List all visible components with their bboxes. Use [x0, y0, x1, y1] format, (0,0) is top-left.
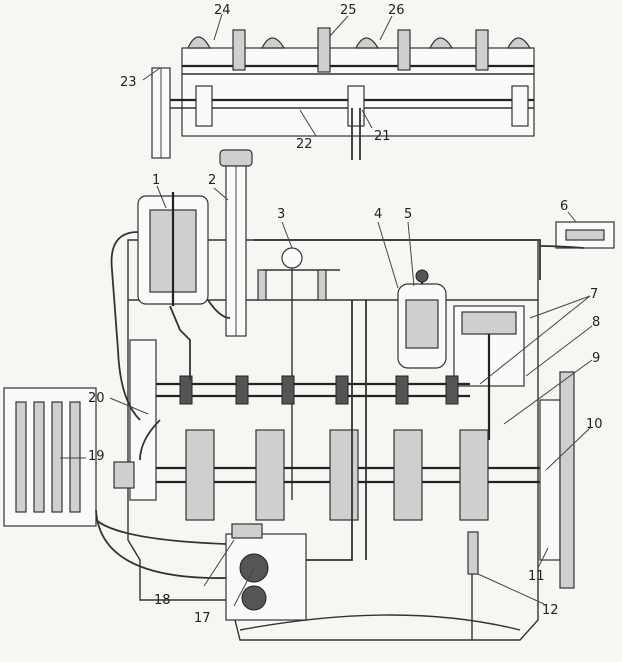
callout-9: 9 [592, 351, 600, 366]
callout-11: 11 [528, 569, 545, 584]
rocker-shaft-assembly [151, 27, 535, 160]
callout-23: 23 [120, 75, 137, 90]
callout-6: 6 [560, 199, 568, 214]
callout-2: 2 [208, 173, 216, 188]
callout-25: 25 [340, 3, 357, 18]
callout-17: 17 [194, 611, 211, 626]
callout-7: 7 [590, 287, 598, 302]
callout-1: 1 [152, 173, 160, 188]
leader-lines [60, 13, 593, 607]
rocker-post [232, 29, 246, 71]
callout-19: 19 [88, 449, 105, 464]
crankshaft [118, 429, 540, 521]
callout-3: 3 [277, 207, 285, 222]
callout-26: 26 [388, 3, 405, 18]
callout-10: 10 [586, 417, 603, 432]
oil-lines [95, 231, 585, 579]
callout-4: 4 [374, 207, 382, 222]
callout-24: 24 [214, 3, 231, 18]
callout-8: 8 [592, 315, 600, 330]
oil-filter [137, 192, 209, 306]
crank-pulley [113, 461, 135, 489]
oil-pump [225, 523, 307, 621]
oil-level [239, 614, 521, 631]
flywheel [539, 371, 575, 589]
valve-cap [187, 36, 212, 49]
callout-21: 21 [374, 129, 391, 144]
callout-12: 12 [542, 603, 559, 618]
callout-5: 5 [404, 207, 412, 222]
centrifugal-filter [397, 269, 447, 369]
dipstick [467, 531, 479, 640]
callout-20: 20 [88, 391, 105, 406]
callout-18: 18 [154, 593, 171, 608]
piston [453, 305, 525, 440]
oil-cooler [3, 387, 97, 527]
callout-22: 22 [296, 137, 313, 152]
callout-labels: 24 25 26 23 22 21 1 2 3 4 5 6 7 8 9 10 1… [88, 3, 603, 626]
oil-filler-neck [219, 149, 253, 337]
camshaft [150, 375, 470, 405]
